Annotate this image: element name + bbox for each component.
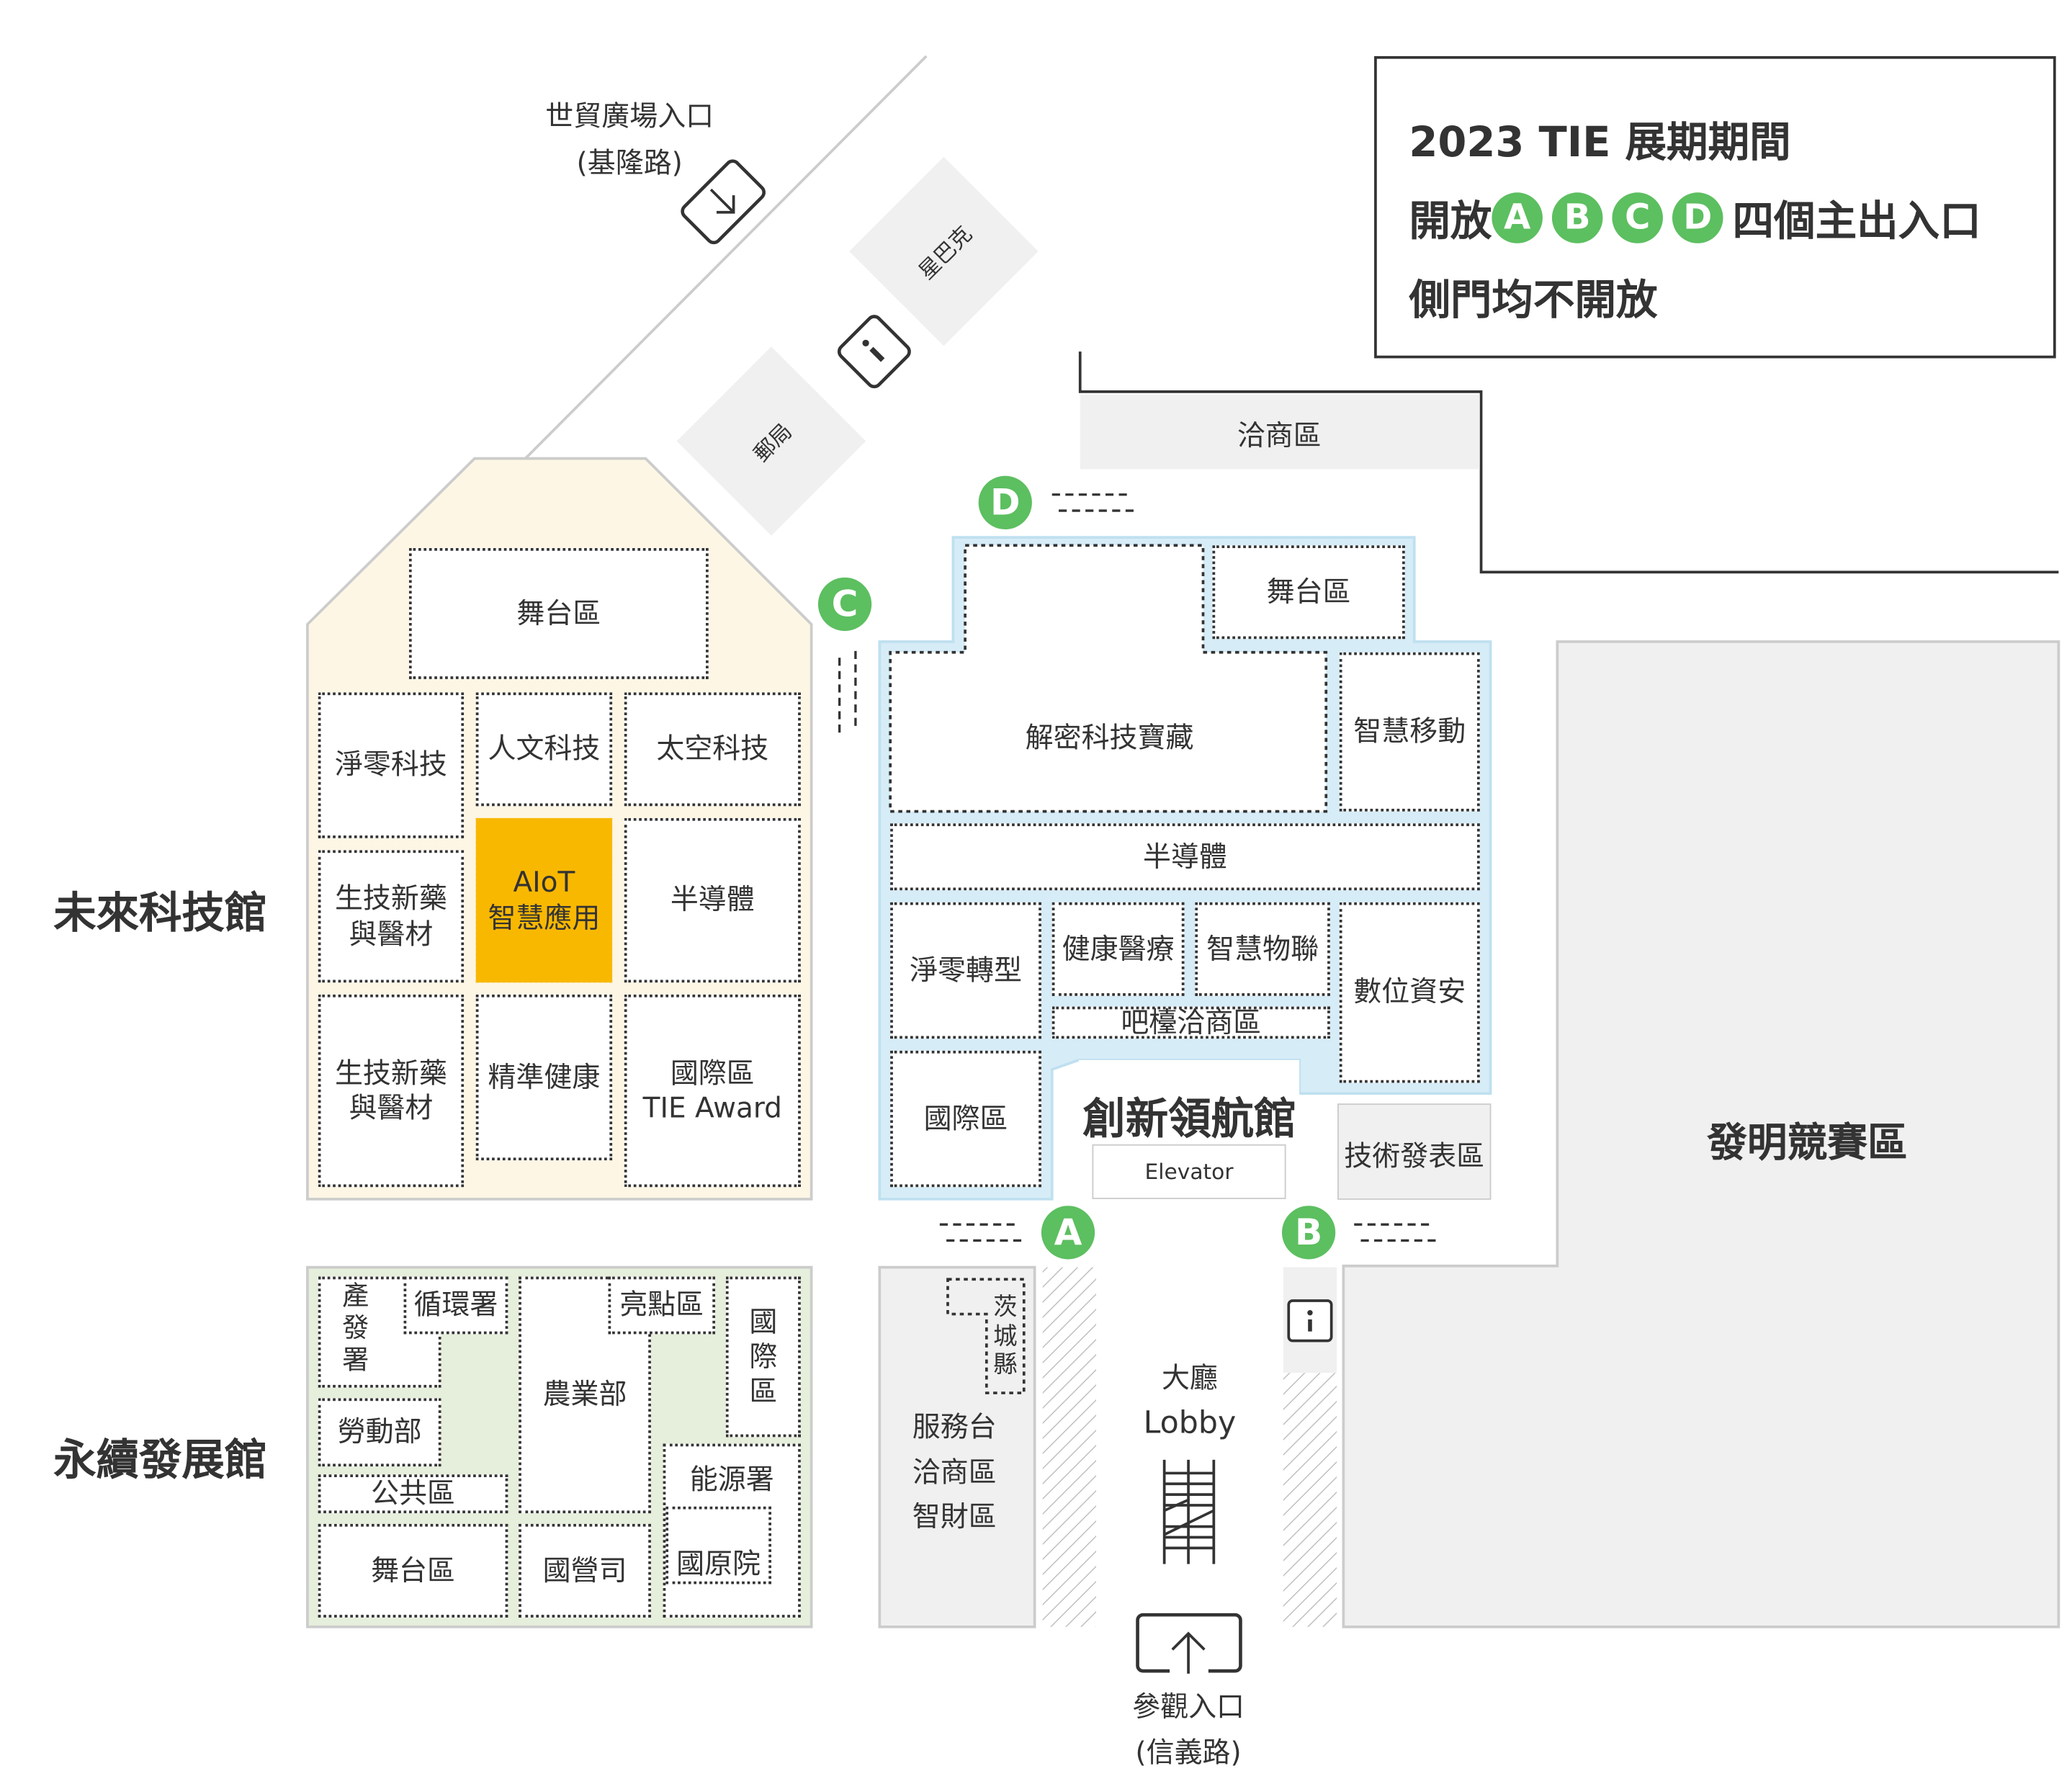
sustain-hall-title: 永續發展館 — [53, 1434, 268, 1486]
invention-area — [1342, 640, 2060, 1628]
post-office-block — [676, 346, 866, 536]
entrance-badge-c: C — [1612, 192, 1663, 243]
tech-release-area — [1337, 1103, 1492, 1200]
future-hall-title: 未來科技館 — [53, 887, 268, 938]
zone-bar-business[interactable]: 吧檯洽商區 — [1051, 1006, 1330, 1039]
hatched-area — [1042, 1267, 1097, 1627]
zone-health-care[interactable]: 健康醫療 — [1051, 902, 1185, 996]
notice-line3: 側門均不開放 — [1409, 277, 1658, 326]
plaza-road-label: (基隆路) — [576, 147, 683, 179]
zone-precision-health[interactable]: 精準健康 — [475, 994, 613, 1161]
entrance-badge-a: A — [1492, 192, 1543, 243]
notice-prefix: 開放 — [1409, 197, 1492, 246]
county-zone-outline — [946, 1278, 1026, 1394]
road-line — [524, 55, 928, 459]
zone-sustain-stage[interactable]: 舞台區 — [318, 1523, 508, 1618]
zone-treasure-outline — [889, 544, 1328, 813]
county-label: 茨 城 縣 — [993, 1293, 1018, 1380]
zone-cybersecurity[interactable]: 數位資安 — [1339, 902, 1480, 1083]
business-area-top — [1080, 394, 1480, 470]
zone-innov-stage[interactable]: 舞台區 — [1212, 545, 1405, 640]
zone-nuclear-inst[interactable]: 國原院 — [665, 1506, 771, 1584]
notice-suffix: 四個主出入口 — [1732, 197, 1981, 246]
entrance-d-marker[interactable]: D — [978, 475, 1032, 530]
zone-biotech-2[interactable]: 生技新藥 與醫材 — [318, 994, 465, 1188]
escalator-icon — [1162, 1459, 1216, 1564]
notice-line1: 2023 TIE 展期期間 — [1409, 119, 1791, 168]
zone-mobility[interactable]: 智慧移動 — [1339, 652, 1480, 812]
zone-sustain-intl[interactable]: 國 際 區 — [725, 1276, 801, 1438]
zone-highlight[interactable]: 亮點區 — [608, 1276, 716, 1335]
info-icon[interactable] — [1287, 1299, 1333, 1342]
service-desk-label[interactable]: 服務台 洽商區 智財區 — [912, 1411, 997, 1533]
visitor-entrance-label: 參觀入口 — [1132, 1690, 1245, 1723]
zone-innov-intl[interactable]: 國際區 — [890, 1050, 1041, 1188]
hatched-area — [1283, 1373, 1337, 1627]
zone-labor[interactable]: 勞動部 — [318, 1398, 441, 1467]
visitor-entrance-icon — [1136, 1613, 1242, 1674]
zone-tech-release[interactable]: 技術發表區 — [1344, 1140, 1485, 1173]
lobby-label-en: Lobby — [1143, 1406, 1237, 1441]
building-outline — [1078, 351, 2059, 574]
business-area-label: 洽商區 — [1237, 419, 1322, 452]
zone-future-stage[interactable]: 舞台區 — [408, 548, 709, 679]
zone-netzero-transform[interactable]: 淨零轉型 — [890, 902, 1041, 1039]
plaza-entrance-label: 世貿廣場入口 — [545, 100, 714, 133]
service-area — [878, 1265, 1036, 1628]
entrance-a-marker[interactable]: A — [1041, 1206, 1095, 1260]
entrance-arrow-icon — [681, 159, 766, 245]
zone-humanities-tech[interactable]: 人文科技 — [475, 692, 613, 807]
elevator[interactable]: Elevator — [1092, 1144, 1286, 1199]
entrance-b-marker[interactable]: B — [1281, 1206, 1336, 1260]
visitor-road-label: (信義路) — [1135, 1736, 1242, 1769]
entrance-c-marker[interactable]: C — [817, 577, 872, 632]
entrance-badge-d: D — [1672, 192, 1723, 243]
zone-public[interactable]: 公共區 — [318, 1474, 508, 1514]
zone-circular[interactable]: 循環署 — [403, 1276, 508, 1335]
lobby-label-zh: 大廳 — [1161, 1362, 1218, 1394]
zone-iot[interactable]: 智慧物聯 — [1195, 902, 1330, 996]
zone-aiot[interactable]: AIoT 智慧應用 — [475, 817, 613, 983]
zone-netzero-tech[interactable]: 淨零科技 — [318, 692, 465, 838]
zone-treasure[interactable]: 解密科技寶藏 — [1025, 722, 1194, 754]
zone-semiconductor[interactable]: 半導體 — [624, 817, 801, 983]
zone-biotech-1[interactable]: 生技新藥 與醫材 — [318, 850, 465, 983]
innovation-hall-title: 創新領航館 — [1082, 1093, 1297, 1144]
zone-space-tech[interactable]: 太空科技 — [624, 692, 801, 807]
entrance-badge-b: B — [1551, 192, 1603, 243]
zone-soe[interactable]: 國營司 — [519, 1523, 651, 1618]
zone-innov-semi[interactable]: 半導體 — [890, 823, 1480, 891]
info-icon[interactable] — [836, 314, 912, 390]
zone-international-tie[interactable]: 國際區 TIE Award — [624, 994, 801, 1188]
invention-area-title: 發明競賽區 — [1707, 1120, 1908, 1167]
